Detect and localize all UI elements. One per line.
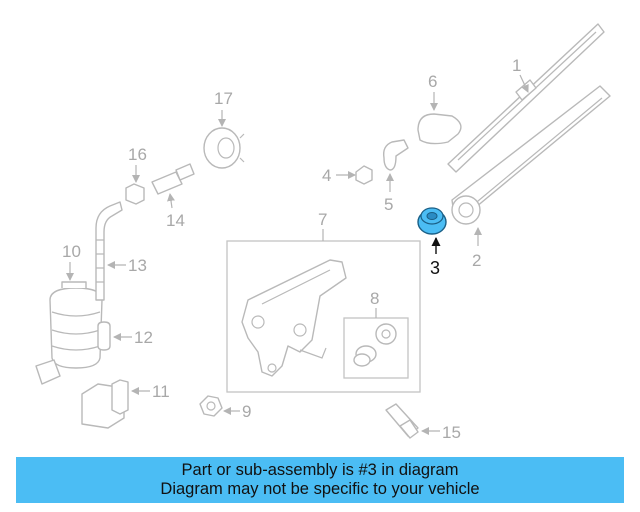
callout-7: 7	[318, 210, 327, 241]
callout-1: 1	[512, 56, 529, 93]
banner-line-2: Diagram may not be specific to your vehi…	[160, 480, 480, 498]
connector-part-14	[151, 163, 195, 195]
grommet-kit-part-8	[343, 317, 409, 379]
svg-text:11: 11	[152, 382, 170, 401]
callout-11: 11	[131, 382, 170, 401]
svg-text:14: 14	[166, 211, 185, 230]
nut-part-4	[355, 165, 373, 185]
callout-12: 12	[113, 328, 153, 347]
callout-6: 6	[428, 72, 438, 111]
callout-4: 4	[322, 166, 356, 185]
callout-8: 8	[370, 289, 379, 318]
pump-part-11	[81, 379, 129, 429]
nozzle-part-15	[385, 403, 419, 439]
svg-text:3: 3	[430, 258, 440, 278]
svg-text:15: 15	[442, 423, 461, 442]
svg-text:4: 4	[322, 166, 331, 185]
svg-text:10: 10	[62, 242, 81, 261]
callout-15: 15	[421, 423, 461, 442]
callout-5: 5	[384, 173, 394, 214]
callout-17: 17	[214, 89, 233, 127]
wiper-motor-part-7	[226, 240, 421, 393]
clip-part-16	[125, 183, 145, 205]
svg-text:5: 5	[384, 195, 393, 214]
callout-16: 16	[128, 145, 147, 183]
cover-part-6	[417, 113, 462, 145]
callout-3: 3	[430, 237, 441, 278]
svg-text:8: 8	[370, 289, 379, 308]
reservoir-part-10	[35, 281, 103, 385]
callout-2: 2	[472, 227, 482, 270]
nut-part-9	[199, 395, 223, 417]
svg-text:17: 17	[214, 89, 233, 108]
svg-text:9: 9	[242, 402, 251, 421]
callout-14: 14	[166, 193, 185, 230]
info-banner: Part or sub-assembly is #3 in diagram Di…	[16, 457, 624, 503]
callout-10: 10	[62, 242, 81, 281]
wiper-arm-part-2	[451, 85, 611, 225]
parts-diagram: 1 2 3 4 5 6	[35, 23, 611, 442]
svg-text:1: 1	[512, 56, 521, 75]
hose-part-13	[95, 201, 123, 301]
svg-text:12: 12	[134, 328, 153, 347]
svg-text:13: 13	[128, 256, 147, 275]
svg-text:6: 6	[428, 72, 437, 91]
callout-13: 13	[107, 256, 147, 275]
part-3-highlighted	[417, 207, 447, 235]
svg-text:2: 2	[472, 251, 481, 270]
callout-9: 9	[223, 402, 251, 421]
cap-part-5	[382, 139, 409, 171]
grommet-part-12	[97, 321, 111, 351]
cap-part-17	[203, 127, 245, 169]
svg-text:7: 7	[318, 210, 327, 229]
banner-line-1: Part or sub-assembly is #3 in diagram	[181, 461, 459, 479]
svg-text:16: 16	[128, 145, 147, 164]
